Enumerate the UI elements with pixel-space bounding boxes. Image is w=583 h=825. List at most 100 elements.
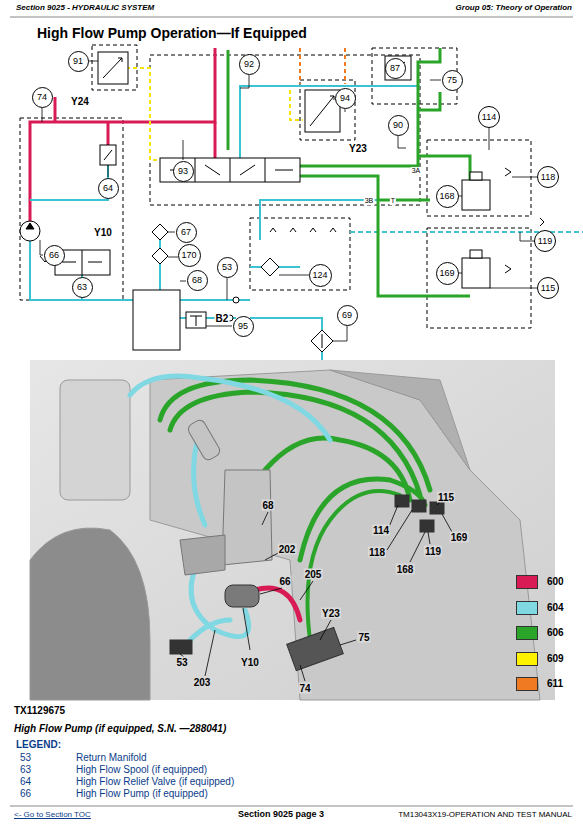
signal-name: Y10 <box>93 227 113 238</box>
component <box>20 221 40 241</box>
callout-number: 68 <box>192 276 202 285</box>
figure-caption: High Flow Pump (if equipped, S.N. —28804… <box>14 723 226 734</box>
hydraulic-hose <box>255 588 300 620</box>
leader-line <box>168 232 175 233</box>
callout-number: 69 <box>342 311 352 320</box>
callout-circle: 169 <box>436 262 459 285</box>
pressure-line <box>107 122 110 145</box>
return-line <box>250 318 322 330</box>
color-swatch <box>516 601 538 615</box>
leader-line <box>227 278 228 300</box>
callout-number: 74 <box>298 683 311 694</box>
component <box>152 248 168 264</box>
component <box>261 258 279 276</box>
component-photo <box>170 640 192 654</box>
pressure-line <box>54 97 57 122</box>
legend-code: 604 <box>547 602 564 613</box>
page-rule <box>10 806 573 807</box>
component <box>152 224 168 240</box>
callout-circle: 74 <box>32 87 53 108</box>
legend-code: 606 <box>547 627 564 638</box>
callout-number: 87 <box>390 64 400 73</box>
page-footer: <- Go to Section TOC <box>14 811 91 820</box>
color-swatch <box>516 575 538 589</box>
hydraulic-hose <box>130 376 330 440</box>
callout-number: 93 <box>178 167 188 176</box>
pilot-line <box>98 68 303 160</box>
leader-line <box>82 275 83 276</box>
hydraulic-hose <box>300 479 425 560</box>
leader-line <box>262 512 268 525</box>
callout-number: 95 <box>238 322 248 331</box>
callout-number: 124 <box>312 271 327 280</box>
work-line <box>227 50 230 150</box>
leader-line <box>387 510 412 550</box>
callout-circle: 53 <box>217 257 238 278</box>
component <box>170 158 293 182</box>
leader-line <box>88 61 98 62</box>
callout-circle: 92 <box>239 54 260 75</box>
leader-line <box>333 326 347 341</box>
callout-circle: 114 <box>478 106 500 128</box>
callout-number: 75 <box>357 632 370 643</box>
component <box>103 58 122 78</box>
component <box>20 52 544 352</box>
callout-circle: 91 <box>68 51 89 72</box>
callout-circle: 67 <box>176 222 197 243</box>
callout-number: 63 <box>77 283 87 292</box>
legend-text: High Flow Spool (if equipped) <box>76 764 207 775</box>
callout-circle: 69 <box>337 305 358 326</box>
signal-name: Y23 <box>348 143 368 154</box>
callout-number: 115 <box>437 492 455 503</box>
leader-line <box>442 514 452 532</box>
boundary <box>20 118 123 300</box>
work-line <box>418 156 470 180</box>
callout-circle: 124 <box>309 264 332 287</box>
boundary <box>427 228 531 328</box>
page-header: Group 05: Theory of Operation <box>456 4 572 13</box>
leader-line <box>300 581 313 600</box>
machine-body <box>150 370 540 700</box>
callout-circle: 75 <box>442 70 463 91</box>
color-swatch <box>516 626 538 640</box>
callout-number: 118 <box>541 173 555 182</box>
callout-number: Y10 <box>240 657 260 668</box>
leader-line <box>458 196 462 197</box>
callout-number: 202 <box>278 544 297 555</box>
signal-name: 3B <box>364 197 375 205</box>
return-line <box>240 86 420 168</box>
hydraulic-tank <box>222 470 272 565</box>
component-photo <box>412 500 426 512</box>
callout-circle: 95 <box>233 316 254 337</box>
component <box>98 52 128 84</box>
callout-number: 203 <box>193 677 212 688</box>
callout-number: 74 <box>37 93 47 102</box>
component-photo <box>420 520 434 532</box>
pilot-line <box>300 48 345 84</box>
callout-circle: 94 <box>335 88 356 109</box>
component <box>505 168 544 273</box>
boundary <box>300 80 355 140</box>
callout-number: 94 <box>340 94 350 103</box>
callout-number: 67 <box>181 228 191 237</box>
callout-number: 168 <box>396 564 415 575</box>
component <box>322 334 323 348</box>
callout-number: 169 <box>450 532 469 543</box>
boundary <box>20 45 531 328</box>
leader-line <box>108 165 109 177</box>
legend-text: High Flow Pump (if equipped) <box>76 788 208 799</box>
component-photo <box>287 627 344 670</box>
leader-line <box>40 61 537 341</box>
hydraulic-hose <box>308 491 401 640</box>
page-header: Section 9025 - HYDRAULIC SYSTEM <box>16 4 154 13</box>
component <box>462 180 490 210</box>
callout-number: 92 <box>244 60 254 69</box>
callout-circle: 118 <box>537 166 559 188</box>
leader-line <box>240 75 249 88</box>
signal-name: T <box>390 197 396 205</box>
diagram-title: High Flow Pump Operation—If Equipped <box>37 26 307 41</box>
callout-circle: 87 <box>385 58 406 79</box>
signal-name: Y24 <box>70 96 90 107</box>
component <box>311 330 333 352</box>
legend-code: 600 <box>547 576 564 587</box>
